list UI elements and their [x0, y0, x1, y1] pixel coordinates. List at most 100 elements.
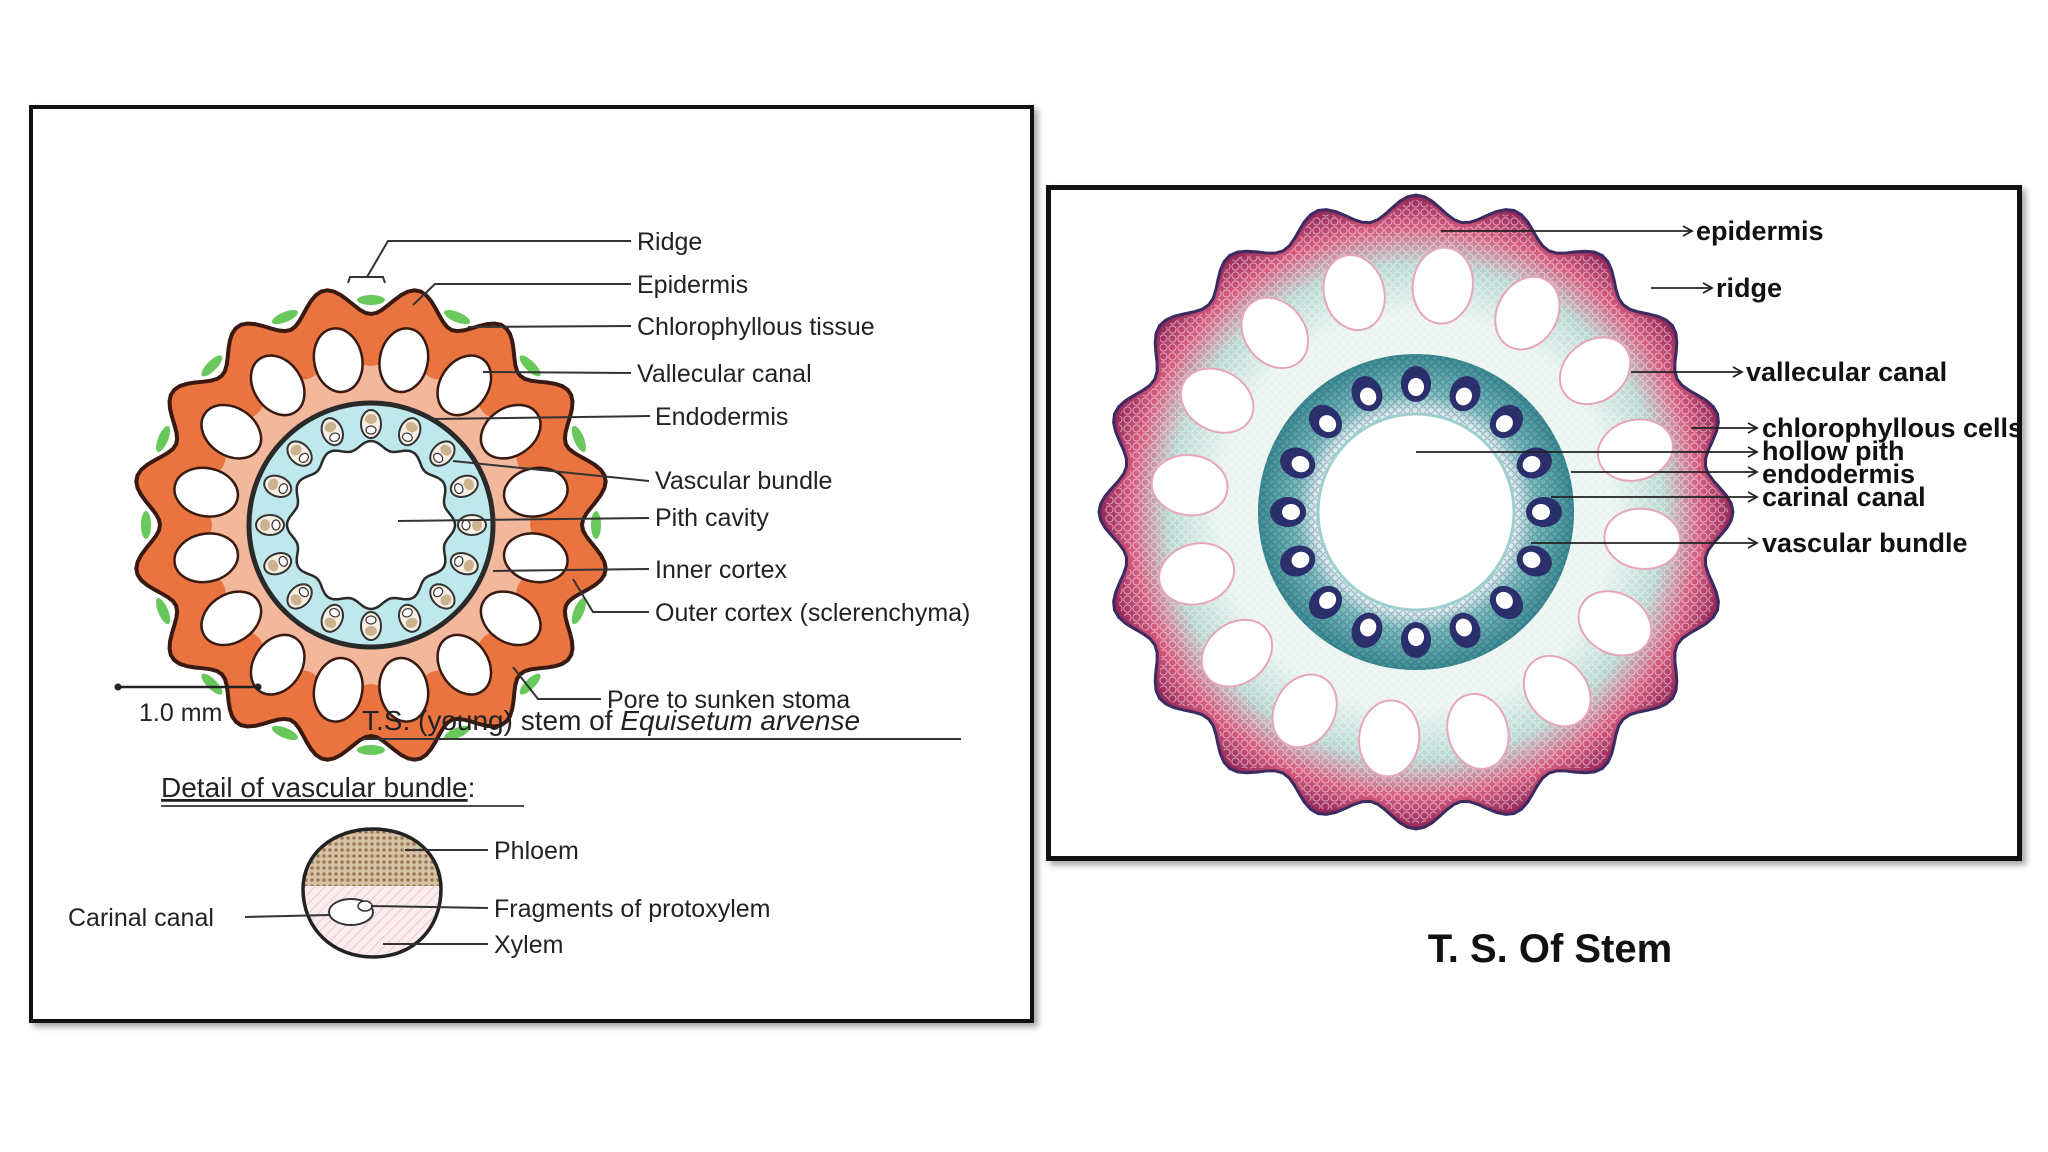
vascular-bundle: [398, 417, 422, 447]
vallecular-canal: [200, 403, 263, 460]
pith-cavity: [285, 439, 457, 611]
chlorophyll-patch: [519, 673, 541, 695]
micrograph-vascular-bundles: [1270, 366, 1562, 658]
micrograph-vallecular-canal: [1179, 367, 1255, 434]
micrograph-vascular-bundle: [1351, 612, 1383, 648]
micrograph-vascular-bundle: [1516, 447, 1552, 479]
micrograph-vascular-bundle: [1280, 447, 1316, 479]
micrograph-vallecular-canals: [1150, 246, 1682, 778]
micrograph-vallecular-canal: [1446, 692, 1510, 770]
detail-leader-lines: [244, 849, 489, 945]
chlorophyll-patch: [591, 511, 601, 539]
scale-bar-end: [114, 683, 122, 691]
vallecular-canal: [378, 656, 430, 723]
micrograph-label-endodermis: endodermis: [1762, 459, 1915, 489]
vascular-bundle: [360, 611, 382, 641]
micrograph-label-ridge: ridge: [1716, 273, 1782, 303]
micrograph-label-epidermis: epidermis: [1696, 216, 1824, 246]
chlorophyll-patch: [571, 598, 586, 625]
chlorophyll-patch: [357, 745, 385, 755]
vascular-bundle: [360, 409, 382, 439]
chlorophyll-patch: [444, 725, 471, 740]
vascular-bundle: [398, 603, 422, 633]
vascular-bundle-detail: [301, 827, 443, 959]
label-pith-cavity: Pith cavity: [655, 504, 769, 532]
chlorophyll-patch: [271, 310, 298, 325]
leader-lines: [366, 240, 651, 700]
vallecular-canal: [200, 590, 263, 647]
micrograph-panel: epidermis ridge vallecular canal chlorop…: [1046, 185, 2022, 861]
micrograph-label-vallecular-canal: vallecular canal: [1746, 357, 1947, 387]
label-epidermis: Epidermis: [637, 271, 748, 299]
vascular-bundle: [449, 474, 479, 498]
micrograph-vallecular-canal: [1558, 336, 1632, 406]
vallecular-canal: [378, 327, 430, 394]
micrograph-label-vascular-bundle: vascular bundle: [1762, 528, 1968, 558]
micrograph-vallecular-canal: [1522, 654, 1592, 728]
ridge-bracket: [347, 276, 386, 284]
vascular-bundle: [457, 514, 487, 536]
micrograph-vascular-bundle: [1280, 545, 1316, 577]
vallecular-canals: [173, 327, 569, 723]
micrograph-vallecular-canal: [1240, 296, 1310, 370]
detail-title: Detail of vascular bundle:: [161, 772, 475, 803]
chlorophyllous-tissue: [141, 295, 601, 755]
micrograph-vascular-bundle: [1489, 404, 1524, 439]
micrograph-vascular-bundle: [1401, 622, 1431, 658]
vascular-bundle: [286, 440, 313, 467]
micrograph-vallecular-canal: [1358, 699, 1421, 778]
chlorophyll-patch: [571, 425, 586, 452]
chlorophyll-patch: [519, 355, 541, 377]
micrograph-vallecular-canal: [1411, 246, 1474, 325]
micrograph-vascular-bundle: [1449, 376, 1481, 412]
vascular-bundle: [429, 583, 456, 610]
micrograph-label-hollow-pith: hollow pith: [1762, 436, 1904, 466]
vascular-bundle: [320, 417, 344, 447]
micrograph-label-carinal-canal: carinal canal: [1762, 482, 1926, 512]
vascular-bundle: [263, 474, 293, 498]
label-vascular-bundle: Vascular bundle: [655, 467, 832, 495]
chlorophyll-patch: [156, 425, 171, 452]
vascular-bundle: [255, 514, 285, 536]
vascular-bundle: [320, 603, 344, 633]
stem-micrograph: epidermis ridge vallecular canal chlorop…: [1097, 193, 2017, 831]
micrograph-vascular-bundle: [1270, 497, 1306, 527]
micrograph-vallecular-canal: [1271, 673, 1338, 749]
micrograph-vascular-bundle: [1449, 612, 1481, 648]
micrograph-arrows: [1416, 225, 1759, 549]
scale-bar-label: 1.0 mm: [139, 699, 222, 727]
micrograph-caption: T. S. Of Stem: [1427, 927, 1673, 971]
label-outer-cortex: Outer cortex (sclerenchyma): [655, 599, 970, 627]
micrograph-vascular-bundle: [1308, 585, 1343, 620]
schematic-diagram-panel: Ridge Epidermis Chlorophyllous tissue Va…: [29, 105, 1034, 1023]
vallecular-canal: [173, 466, 240, 518]
chlorophyll-patch: [141, 511, 151, 539]
micrograph-vallecular-canal: [1158, 542, 1236, 606]
chlorophyll-patch: [271, 725, 298, 740]
vallecular-canal: [249, 633, 306, 696]
micrograph-label-chlorophyllous-cells: chlorophyllous cells: [1762, 413, 2017, 443]
vallecular-canal: [312, 327, 364, 394]
label-inner-cortex: Inner cortex: [655, 556, 788, 584]
label-ridge: Ridge: [637, 228, 702, 256]
micrograph-vallecular-canal: [1322, 254, 1386, 332]
vallecular-canal: [249, 354, 306, 417]
micrograph-vascular-bundle: [1516, 545, 1552, 577]
vallecular-canal: [479, 590, 542, 647]
micrograph-vallecular-canal: [1596, 418, 1674, 482]
vallecular-canal: [436, 354, 493, 417]
micrograph-vallecular-canal: [1200, 618, 1274, 688]
chlorophyll-patch: [156, 598, 171, 625]
micrograph-vallecular-canal: [1150, 454, 1229, 517]
label-protoxylem: Fragments of protoxylem: [494, 895, 771, 923]
vallecular-canal: [312, 656, 364, 723]
label-endodermis: Endodermis: [655, 403, 788, 431]
label-pore: Pore to sunken stoma: [607, 686, 850, 714]
schematic-diagram: Ridge Epidermis Chlorophyllous tissue Va…: [68, 228, 970, 959]
vallecular-canal: [436, 633, 493, 696]
vallecular-canal: [173, 532, 240, 584]
label-vallecular-canal: Vallecular canal: [637, 360, 812, 388]
label-xylem: Xylem: [494, 931, 563, 959]
micrograph-vascular-bundle: [1351, 376, 1383, 412]
label-chlorophyllous-tissue: Chlorophyllous tissue: [637, 313, 875, 341]
